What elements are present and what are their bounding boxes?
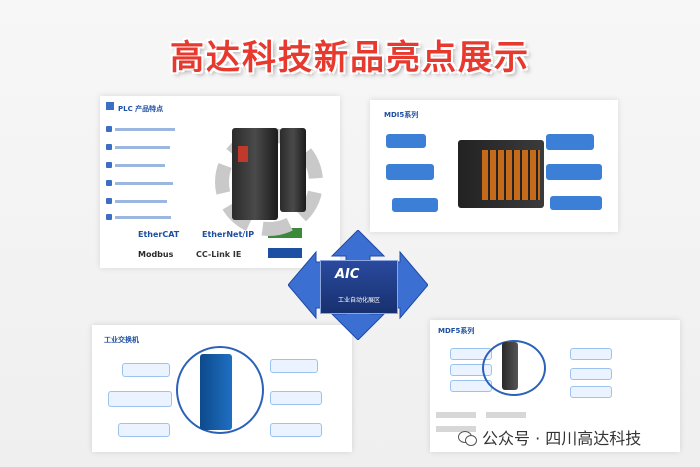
- modbus-logo: Modbus: [138, 250, 174, 259]
- plc-module-image: [232, 128, 278, 220]
- protocol-logo-icon: [486, 412, 526, 418]
- feature-bubble: [386, 164, 434, 180]
- feature-bubble: [570, 368, 612, 380]
- feature-bubble: [392, 198, 438, 212]
- feature-bubble: [122, 363, 170, 377]
- center-caption: 工业自动化展区: [337, 297, 380, 304]
- feature-bubble: [118, 423, 170, 437]
- bullet-icon: [106, 162, 112, 168]
- feature-bubble: [570, 348, 612, 360]
- feature-bubble: [546, 164, 602, 180]
- feature-bubble: [546, 134, 594, 150]
- mdf-panel: MDF5系列: [430, 320, 680, 452]
- feature-bubble: [570, 386, 612, 398]
- bullet-icon: [106, 198, 112, 204]
- connector-icon: [238, 146, 248, 162]
- bullet-icon: [106, 180, 112, 186]
- mdf-panel-title: MDF5系列: [438, 327, 475, 335]
- terminal-block-icon: [482, 150, 540, 200]
- watermark-text: 公众号 · 四川高达科技: [482, 429, 642, 448]
- mdi-panel-title: MDI5系列: [384, 111, 419, 119]
- industrial-switch-image: [200, 354, 232, 430]
- cclink-logo: CC-Link IE: [196, 250, 242, 259]
- feature-bubble: [270, 423, 322, 437]
- feature-bubble: [550, 196, 602, 210]
- feature-bubble: [270, 359, 318, 373]
- highlight-ring: [176, 346, 264, 434]
- ethercat-logo: EtherCAT: [138, 230, 180, 239]
- plc-feature-item: [106, 126, 175, 133]
- wechat-watermark: 公众号 · 四川高达科技: [458, 425, 641, 449]
- aic-center-box: AIC 工业自动化展区: [320, 260, 398, 314]
- protocol-logo-icon: [436, 426, 476, 432]
- slide-title: 高达科技新品亮点展示: [170, 38, 530, 78]
- plc-feature-item: [106, 198, 167, 205]
- plc-feature-item: [106, 144, 170, 151]
- feature-bubble: [270, 391, 322, 405]
- protocol-badge-icon: [268, 248, 302, 258]
- plc-panel-title: PLC 产品特点: [118, 105, 164, 113]
- plc-title-marker-icon: [106, 102, 114, 110]
- wechat-icon: [458, 430, 478, 446]
- feature-bubble: [108, 391, 172, 407]
- plc-module-image: [280, 128, 306, 212]
- plc-feature-item: [106, 180, 173, 187]
- plc-feature-item: [106, 162, 165, 169]
- ethernetip-logo: EtherNet/IP: [202, 230, 255, 239]
- bullet-icon: [106, 144, 112, 150]
- switch-panel-title: 工业交换机: [104, 336, 139, 344]
- bullet-icon: [106, 126, 112, 132]
- feature-bubble: [386, 134, 426, 148]
- plc-feature-item: [106, 214, 171, 221]
- protocol-logo-icon: [436, 412, 476, 418]
- mdf-module-image: [502, 342, 518, 390]
- aic-logo: AIC: [335, 267, 360, 282]
- highlight-ring: [482, 340, 546, 396]
- bullet-icon: [106, 214, 112, 220]
